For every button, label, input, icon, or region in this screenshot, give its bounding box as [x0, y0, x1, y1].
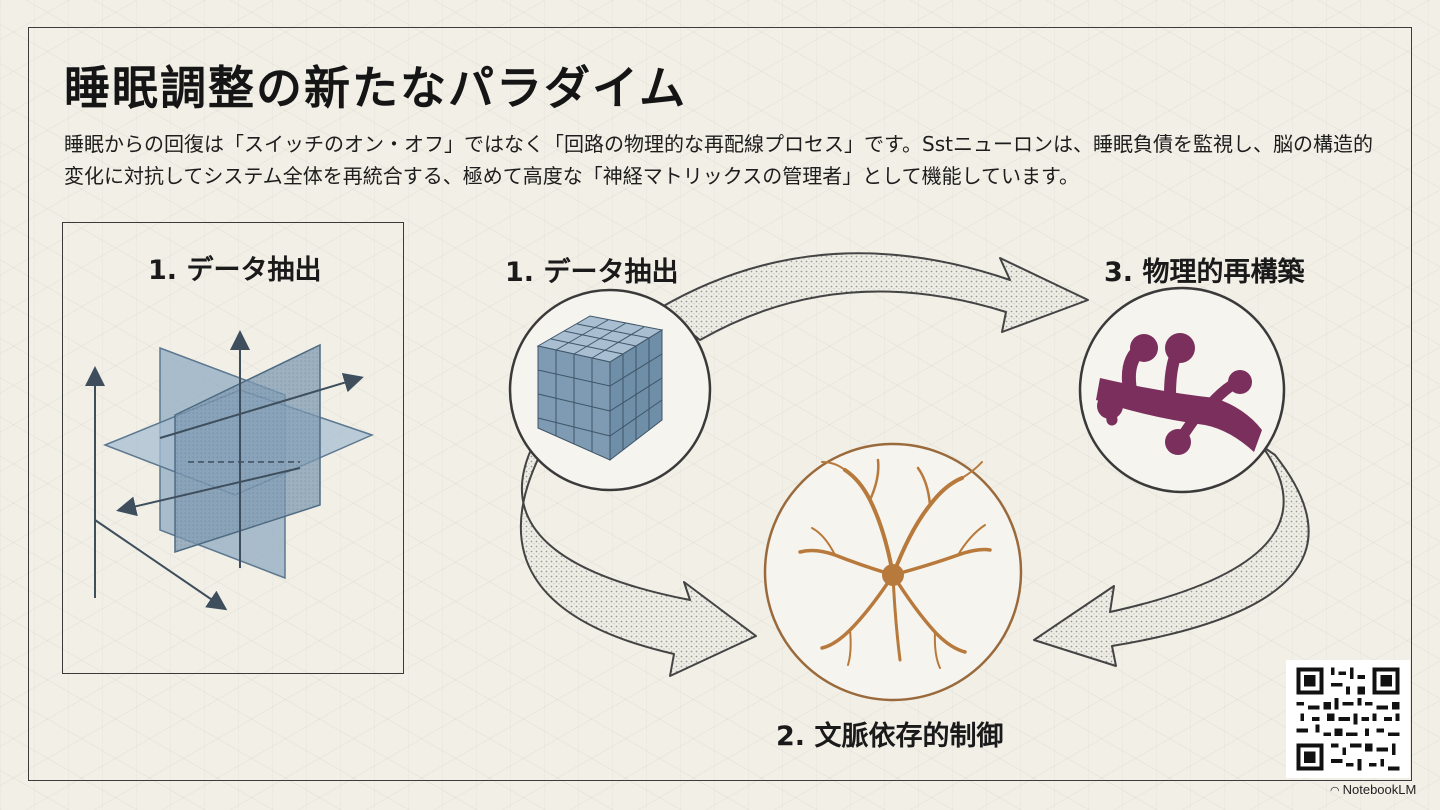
- axis-diagonal-upper: [159, 373, 364, 439]
- step2-label: 2. 文脈依存的制御: [776, 721, 1004, 752]
- step3-label: 3. 物理的再構築: [1104, 257, 1305, 288]
- notebooklm-logo-icon: ◠: [1330, 785, 1340, 797]
- brand-label: NotebookLM: [1342, 782, 1417, 797]
- orthogonal-planes-illustration: [85, 330, 375, 611]
- voxel-cube-icon: [536, 315, 664, 462]
- step3-circle: [1078, 286, 1286, 494]
- qr-code-icon: [1286, 660, 1410, 778]
- left-panel: [62, 222, 404, 674]
- step2-circle: [763, 442, 1023, 702]
- cycle-arrow-right: [1033, 445, 1310, 667]
- axis-diagonal-bottom: [94, 519, 228, 611]
- cycle-arrow-top: [659, 252, 1089, 341]
- dendritic-spine-icon: [1096, 333, 1262, 455]
- left-panel-label: 1. データ抽出: [148, 255, 322, 286]
- slide-title: 睡眠調整の新たなパラダイム: [64, 61, 688, 115]
- neuron-icon: [798, 458, 992, 669]
- step1-circle: [508, 288, 712, 492]
- notebooklm-brand: ◠NotebookLM: [1330, 782, 1416, 797]
- slide-description: 睡眠からの回復は「スイッチのオン・オフ」ではなく「回路の物理的な再配線プロセス」…: [64, 132, 1373, 188]
- axis-diagonal-lower: [116, 467, 301, 517]
- plane-front: [174, 343, 321, 554]
- slide-frame: [28, 27, 1412, 781]
- step1-label: 1. データ抽出: [505, 257, 679, 288]
- cycle-arrow-left: [519, 444, 757, 677]
- neuron-soma: [882, 564, 904, 586]
